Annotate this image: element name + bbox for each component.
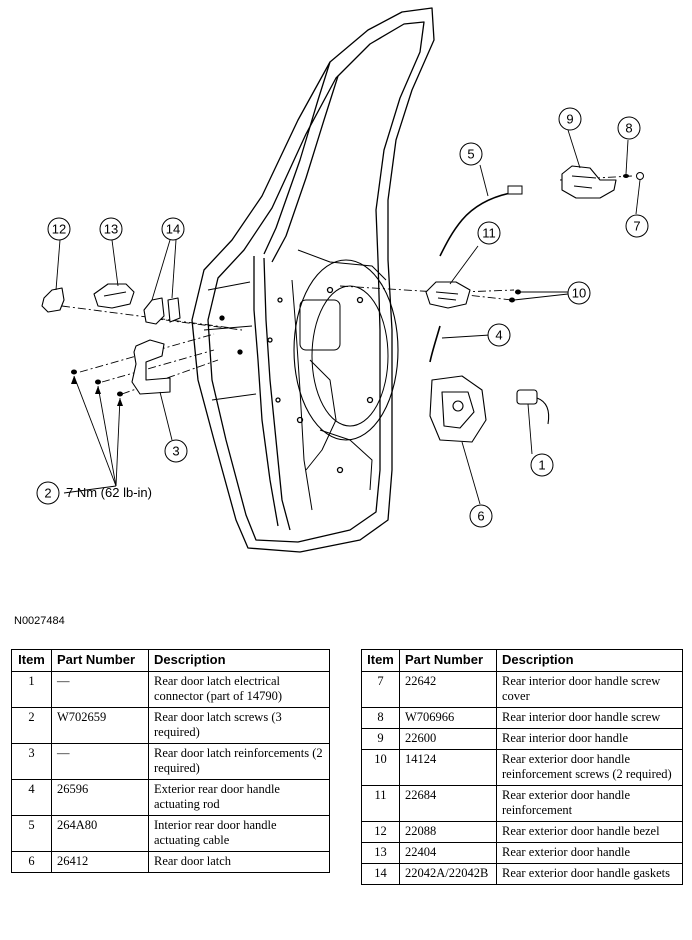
cell-item: 6 — [11, 851, 52, 873]
cell-description: Rear exterior door handle reinforcement … — [496, 749, 683, 786]
cell-description: Rear door latch reinforcements (2 requir… — [148, 743, 330, 780]
callout-14: 14 — [166, 222, 180, 237]
screw-cover — [636, 172, 644, 180]
cell-description: Rear exterior door handle — [496, 842, 683, 864]
handle-gasket-small — [167, 297, 181, 323]
cell-part-number: — — [51, 671, 149, 708]
header-item: Item — [11, 649, 52, 672]
cell-item: 10 — [361, 749, 400, 786]
cell-description: Rear interior door handle — [496, 728, 683, 750]
cell-part-number: 26596 — [51, 779, 149, 816]
callout-7: 7 — [633, 219, 640, 234]
cell-part-number: 22042A/22042B — [399, 863, 497, 885]
cell-description: Rear door latch screws (3 required) — [148, 707, 330, 744]
cell-part-number: — — [51, 743, 149, 780]
door-handle-bezel — [41, 287, 65, 313]
torque-spec: 7 Nm (62 lb-in) — [66, 485, 152, 500]
latch-screw — [95, 379, 101, 385]
cell-description: Exterior rear door handle actuating rod — [148, 779, 330, 816]
callout-4: 4 — [495, 328, 502, 343]
callout-5: 5 — [467, 147, 474, 162]
door-frame — [191, 7, 435, 553]
cell-part-number: 264A80 — [51, 815, 149, 852]
reinforcement-screw — [515, 289, 521, 295]
table-row: 1—Rear door latch electrical connector (… — [11, 671, 330, 708]
cell-item: 7 — [361, 671, 400, 708]
figure-id: N0027484 — [14, 615, 65, 627]
actuating-cable — [439, 191, 517, 257]
reinforcement-screw — [509, 297, 515, 303]
cell-description: Rear exterior door handle bezel — [496, 821, 683, 843]
handle-gasket-large — [143, 297, 165, 325]
cell-part-number: 26412 — [51, 851, 149, 873]
callout-10: 10 — [572, 286, 586, 301]
cell-description: Rear exterior door handle gaskets — [496, 863, 683, 885]
cell-part-number: W702659 — [51, 707, 149, 744]
cell-part-number: 14124 — [399, 749, 497, 786]
cell-part-number: 22684 — [399, 785, 497, 822]
table-row: 3—Rear door latch reinforcements (2 requ… — [11, 743, 330, 780]
cell-part-number: 22088 — [399, 821, 497, 843]
cell-description: Interior rear door handle actuating cabl… — [148, 815, 330, 852]
callout-2: 2 — [44, 486, 51, 501]
callout-11: 11 — [482, 226, 496, 241]
cell-part-number: 22642 — [399, 671, 497, 708]
header-part-number: Part Number — [399, 649, 497, 672]
cell-item: 11 — [361, 785, 400, 822]
exploded-door-diagram: 12 13 14 3 2 5 11 4 9 8 7 10 1 6 7 Nm (6… — [36, 7, 649, 553]
cell-item: 8 — [361, 707, 400, 729]
cell-item: 2 — [11, 707, 52, 744]
cell-description: Rear interior door handle screw cover — [496, 671, 683, 708]
latch-electrical-connector — [516, 389, 538, 405]
cell-item: 4 — [11, 779, 52, 816]
latch-reinforcement — [131, 339, 171, 395]
cell-item: 14 — [361, 863, 400, 885]
callout-3: 3 — [172, 444, 179, 459]
header-description: Description — [148, 649, 330, 672]
parts-table-left: Item Part Number Description 1—Rear door… — [11, 649, 330, 873]
cell-part-number: 22600 — [399, 728, 497, 750]
callout-8: 8 — [625, 121, 632, 136]
cell-description: Rear exterior door handle reinforcement — [496, 785, 683, 822]
header-part-number: Part Number — [51, 649, 149, 672]
cell-item: 1 — [11, 671, 52, 708]
latch-screw — [71, 369, 77, 375]
cell-item: 9 — [361, 728, 400, 750]
cell-item: 13 — [361, 842, 400, 864]
callout-12: 12 — [52, 222, 66, 237]
exterior-door-handle — [93, 283, 135, 309]
header-item: Item — [361, 649, 400, 672]
cell-item: 12 — [361, 821, 400, 843]
cell-part-number: 22404 — [399, 842, 497, 864]
cell-description: Rear interior door handle screw — [496, 707, 683, 729]
latch-screw — [117, 391, 123, 397]
cell-description: Rear door latch — [148, 851, 330, 873]
callout-1: 1 — [538, 458, 545, 473]
actuating-rod — [429, 325, 441, 363]
callout-13: 13 — [104, 222, 118, 237]
interior-handle-screw — [623, 174, 629, 178]
callout-9: 9 — [566, 112, 573, 127]
interior-door-handle — [561, 165, 617, 199]
callout-6: 6 — [477, 509, 484, 524]
cell-part-number: W706966 — [399, 707, 497, 729]
cell-item: 3 — [11, 743, 52, 780]
handle-reinforcement — [425, 281, 471, 309]
header-description: Description — [496, 649, 683, 672]
cell-description: Rear door latch electrical connector (pa… — [148, 671, 330, 708]
cell-item: 5 — [11, 815, 52, 852]
